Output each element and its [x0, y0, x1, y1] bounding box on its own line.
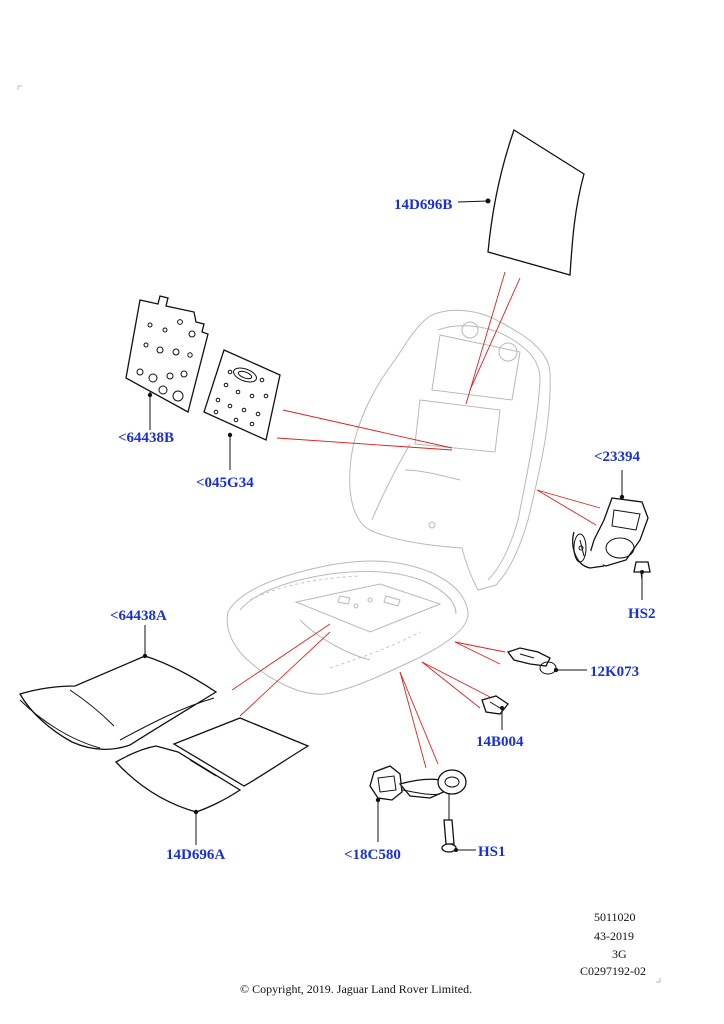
callout-12K073: 12K073: [590, 664, 639, 680]
copyright-notice: © Copyright, 2019. Jaguar Land Rover Lim…: [240, 982, 472, 996]
retractor-23394: [572, 470, 649, 569]
connector-12K073: [506, 647, 587, 675]
sensor-14B004: [481, 695, 509, 730]
reference-line-1: 5011020: [594, 910, 636, 924]
reference-line-3: 3G: [612, 947, 627, 961]
callout-14D696A: 14D696A: [166, 847, 225, 863]
reference-line-4: C0297192-02: [580, 964, 646, 978]
reference-line-2: 43-2019: [594, 929, 634, 943]
screw-HS2: [633, 561, 651, 600]
callout-HS2: HS2: [628, 606, 656, 622]
harness-18C580: [369, 765, 467, 842]
callout-045G34: <045G34: [196, 475, 254, 491]
backrest-pad-045G34: [203, 349, 281, 470]
callout-HS1: HS1: [478, 844, 506, 860]
callout-14D696B: 14D696B: [394, 197, 452, 213]
callout-23394: <23394: [594, 449, 641, 465]
corner-mark-top-left: [17, 85, 22, 90]
callout-64438A: <64438A: [110, 608, 167, 624]
callout-64438B: <64438B: [118, 430, 174, 446]
backrest-pad-64438B: [125, 295, 209, 430]
bolt-HS1: [441, 794, 476, 853]
corner-mark-bottom-right: [656, 978, 661, 983]
pointer-lines: [231, 271, 601, 769]
seat-ghost-outline: [226, 309, 551, 695]
callout-14B004: 14B004: [476, 734, 524, 750]
cushion-heater-mat-14D696A: [114, 717, 310, 845]
backrest-heater-mat-14D696B: [457, 129, 585, 276]
cushion-pad-64438A: [19, 625, 218, 750]
callout-18C580: <18C580: [344, 847, 401, 863]
